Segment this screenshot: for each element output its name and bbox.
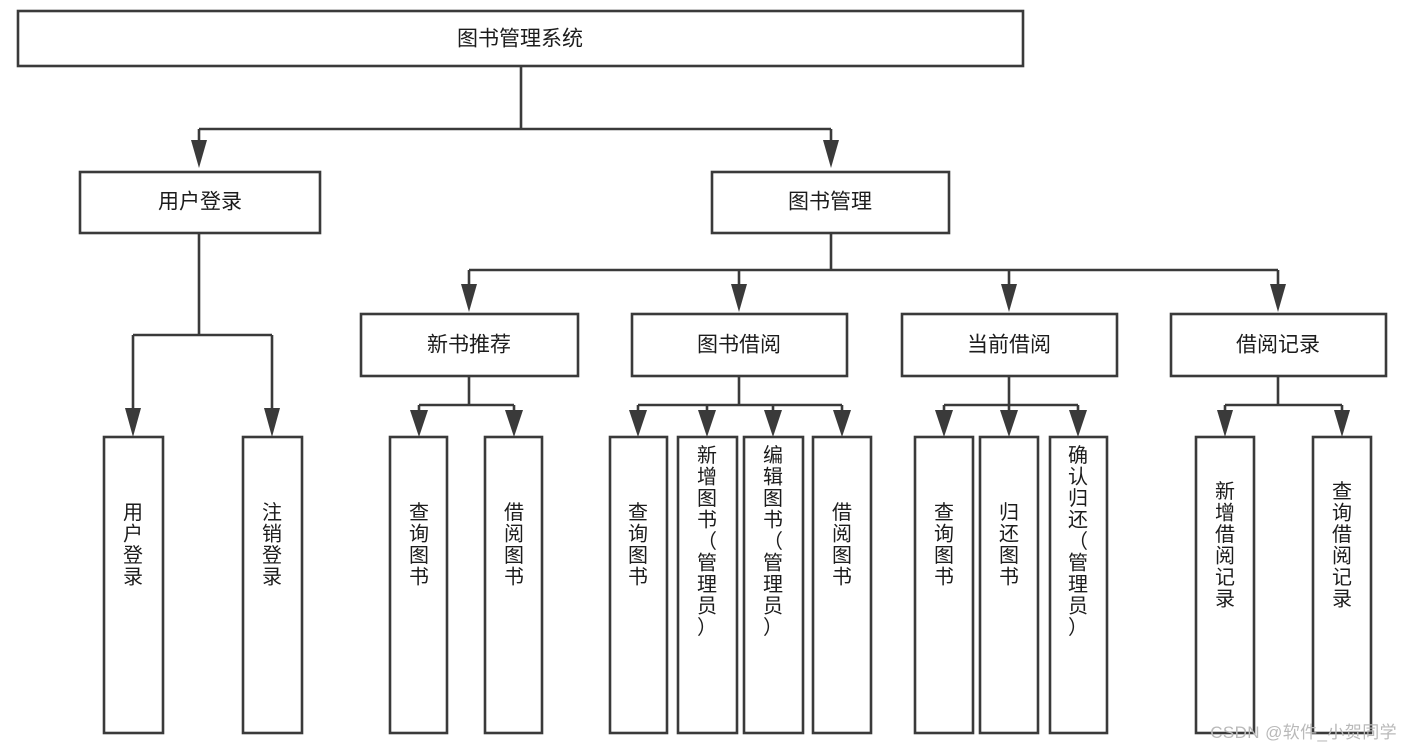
- leaf-label-query-book-2: 查询图书: [628, 501, 648, 589]
- leaf-node[interactable]: 确认归还（管理员）: [1048, 435, 1109, 735]
- arrowhead-record-l2: [1334, 410, 1350, 437]
- leaf-label-add-book-admin: 新增图书（管理员）: [697, 444, 717, 639]
- leaf-box-confirm-return-admin[interactable]: [1048, 435, 1109, 735]
- leaf-node[interactable]: 归还图书: [978, 435, 1040, 735]
- arrowhead-root-to-login: [191, 140, 207, 168]
- leaf-label-edit-book-admin: 编辑图书（管理员）: [763, 444, 783, 639]
- connector-group-borrow-leaves: [629, 376, 851, 437]
- arrowhead-record-l1: [1217, 410, 1233, 437]
- node-new-book-recommend-label: 新书推荐: [427, 334, 511, 357]
- node-current-borrow-box[interactable]: [900, 312, 1119, 378]
- leaf-box-query-book-2[interactable]: [608, 435, 669, 735]
- arrowhead-current-l3: [1069, 410, 1087, 437]
- leaf-label-confirm-return-admin: 确认归还（管理员）: [1068, 444, 1088, 639]
- arrowhead-root-to-bookmgmt: [823, 140, 839, 168]
- leaf-label-borrow-book-2: 借阅图书: [832, 501, 852, 589]
- connector-group-root: [191, 66, 839, 168]
- connector-group-newbook-leaves: [410, 376, 523, 437]
- arrowhead-borrow-l4: [833, 410, 851, 437]
- leaf-box-user-login[interactable]: [102, 435, 165, 735]
- connector-group-record-leaves: [1217, 376, 1350, 437]
- leaf-box-add-book-admin[interactable]: [676, 435, 739, 735]
- node-current-borrow[interactable]: 当前借阅: [900, 312, 1119, 378]
- node-new-book-recommend-box[interactable]: [359, 312, 580, 378]
- arrowhead-login-l1: [125, 408, 141, 437]
- node-root[interactable]: 图书管理系统: [16, 9, 1025, 68]
- leaf-box-add-borrow-record[interactable]: [1194, 435, 1256, 735]
- leaf-node[interactable]: 用户登录: [102, 435, 165, 735]
- leaf-node[interactable]: 查询图书: [608, 435, 669, 735]
- leaf-box-query-book-3[interactable]: [913, 435, 975, 735]
- leaf-label-logout: 注销登录: [262, 501, 282, 589]
- leaf-node[interactable]: 新增图书（管理员）: [676, 435, 739, 735]
- node-book-borrow[interactable]: 图书借阅: [630, 312, 849, 378]
- connector-group-login-leaves: [125, 233, 280, 437]
- leaf-node[interactable]: 查询图书: [388, 435, 449, 735]
- leaf-node[interactable]: 借阅图书: [483, 435, 544, 735]
- leaf-node[interactable]: 编辑图书（管理员）: [742, 435, 805, 735]
- node-root-box[interactable]: [16, 9, 1025, 68]
- node-book-management-box[interactable]: [710, 170, 951, 235]
- leaf-label-query-book-3: 查询图书: [934, 501, 954, 589]
- leaf-box-edit-book-admin[interactable]: [742, 435, 805, 735]
- arrowhead-to-borrow: [731, 284, 747, 312]
- leaf-label-query-borrow-record: 查询借阅记录: [1332, 480, 1352, 611]
- leaf-label-user-login: 用户登录: [123, 502, 143, 589]
- leaf-box-return-book[interactable]: [978, 435, 1040, 735]
- node-borrow-record-label: 借阅记录: [1236, 334, 1320, 357]
- node-user-login[interactable]: 用户登录: [78, 170, 322, 235]
- leaf-node[interactable]: 新增借阅记录: [1194, 435, 1256, 735]
- arrowhead-borrow-l3: [764, 410, 782, 437]
- arrowhead-login-l2: [264, 408, 280, 437]
- arrowhead-to-record: [1270, 284, 1286, 312]
- arrowhead-borrow-l2: [698, 410, 716, 437]
- node-book-borrow-box[interactable]: [630, 312, 849, 378]
- node-user-login-box[interactable]: [78, 170, 322, 235]
- node-borrow-record-box[interactable]: [1169, 312, 1388, 378]
- leaf-node[interactable]: 查询借阅记录: [1311, 435, 1373, 735]
- node-user-login-label: 用户登录: [158, 191, 242, 214]
- node-root-label: 图书管理系统: [457, 28, 583, 51]
- arrowhead-current-l1: [935, 410, 953, 437]
- node-new-book-recommend[interactable]: 新书推荐: [359, 312, 580, 378]
- leaf-label-query-book-1: 查询图书: [409, 501, 429, 589]
- node-book-borrow-label: 图书借阅: [697, 334, 781, 357]
- leaf-box-borrow-book-1[interactable]: [483, 435, 544, 735]
- connector-group-bookmgmt: [461, 233, 1286, 312]
- arrowhead-to-current: [1001, 284, 1017, 312]
- arrowhead-to-newbook: [461, 284, 477, 312]
- leaf-box-query-book-1[interactable]: [388, 435, 449, 735]
- leaf-node[interactable]: 注销登录: [241, 435, 304, 735]
- arrowhead-borrow-l1: [629, 410, 647, 437]
- watermark: CSDN @软件_小贺同学: [1210, 723, 1397, 742]
- leaf-node[interactable]: 借阅图书: [811, 435, 873, 735]
- connector-group-current-leaves: [935, 376, 1087, 437]
- node-book-management-label: 图书管理: [788, 191, 872, 214]
- arrowhead-current-l2: [1000, 410, 1018, 437]
- leaf-box-borrow-book-2[interactable]: [811, 435, 873, 735]
- leaf-label-borrow-book-1: 借阅图书: [504, 501, 524, 589]
- node-book-management[interactable]: 图书管理: [710, 170, 951, 235]
- leaf-label-add-borrow-record: 新增借阅记录: [1215, 480, 1235, 611]
- node-borrow-record[interactable]: 借阅记录: [1169, 312, 1388, 378]
- arrowhead-newbook-l2: [505, 410, 523, 437]
- leaf-node[interactable]: 查询图书: [913, 435, 975, 735]
- node-current-borrow-label: 当前借阅: [967, 334, 1051, 357]
- leaf-label-return-book: 归还图书: [999, 501, 1019, 589]
- arrowhead-newbook-l1: [410, 410, 428, 437]
- leaf-box-logout[interactable]: [241, 435, 304, 735]
- leaf-box-query-borrow-record[interactable]: [1311, 435, 1373, 735]
